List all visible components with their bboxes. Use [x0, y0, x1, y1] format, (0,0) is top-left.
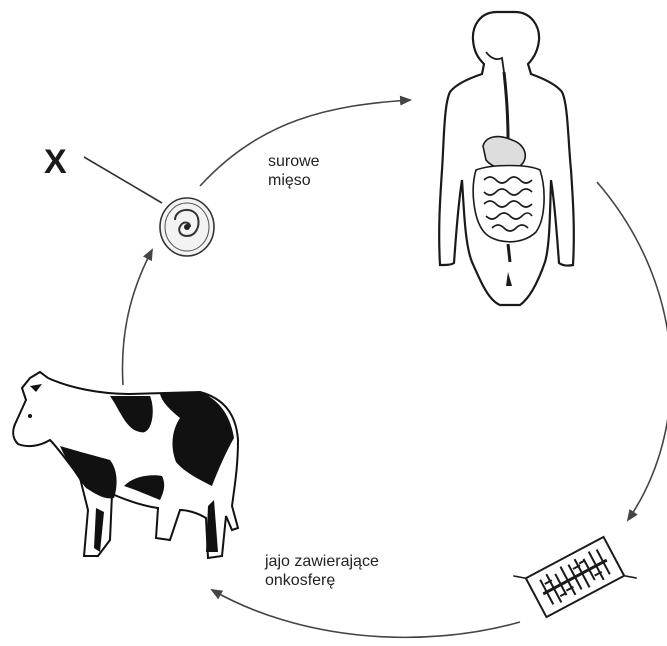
x-marker-label: X — [44, 144, 67, 180]
cysticercus-cyst-icon — [160, 198, 214, 256]
tapeworm-segment-icon — [513, 525, 637, 629]
arrow-segment-to-cow — [212, 590, 520, 637]
raw-meat-line2: mięso — [268, 171, 320, 190]
egg-oncosphere-line1: jajo zawierające — [265, 552, 379, 571]
egg-oncosphere-line2: onkosferę — [265, 571, 379, 590]
arrow-human-to-segment — [597, 182, 667, 520]
raw-meat-label: surowe mięso — [268, 152, 320, 190]
x-pointer-line — [84, 157, 162, 203]
egg-oncosphere-label: jajo zawierające onkosferę — [265, 552, 379, 590]
cow-icon — [13, 372, 238, 558]
human-digestive-system-icon — [439, 12, 574, 305]
raw-meat-line1: surowe — [268, 152, 320, 171]
arrow-cow-to-cyst — [122, 250, 152, 385]
